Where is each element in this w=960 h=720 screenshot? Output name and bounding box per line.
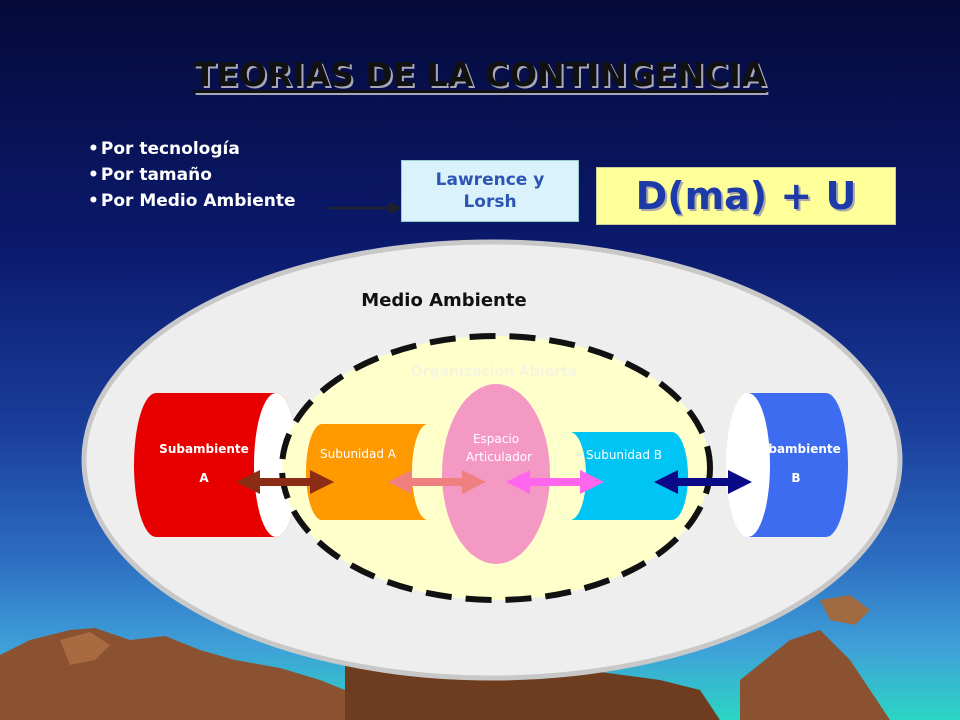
subunidad-b — [554, 432, 688, 520]
subambiente-b-letter: B — [791, 471, 800, 485]
subambiente-b-label: Subambiente — [751, 442, 841, 456]
subunidad-b-label: Subunidad B — [586, 448, 662, 462]
bullet-item: Por tecnología — [88, 136, 296, 162]
subunidad-a-label: Subunidad A — [320, 447, 397, 461]
subunidad-a — [306, 424, 444, 520]
bullet-item: Por tamaño — [88, 162, 296, 188]
bullet-list: Por tecnología Por tamaño Por Medio Ambi… — [88, 136, 296, 214]
formula-text: D(ma) + U — [635, 174, 857, 218]
espacio-label-line2: Articulador — [466, 450, 532, 464]
organization-label: Organización Abierta — [411, 364, 577, 380]
subambiente-a-label: Subambiente — [159, 442, 249, 456]
bullet-item: Por Medio Ambiente — [88, 188, 296, 214]
subambiente-b — [726, 393, 848, 537]
page-title: TEORIAS DE LA CONTINGENCIA — [193, 55, 767, 94]
subambiente-a-letter: A — [199, 471, 209, 485]
environment-label: Medio Ambiente — [361, 290, 526, 311]
subambiente-a — [134, 393, 298, 537]
lawrence-lorsh-box: Lawrence y Lorsh — [401, 160, 579, 222]
espacio-articulador — [442, 384, 550, 564]
espacio-label-line1: Espacio — [473, 432, 519, 446]
lawrence-lorsh-label: Lawrence y Lorsh — [435, 170, 545, 212]
formula-box: D(ma) + U — [596, 167, 896, 225]
